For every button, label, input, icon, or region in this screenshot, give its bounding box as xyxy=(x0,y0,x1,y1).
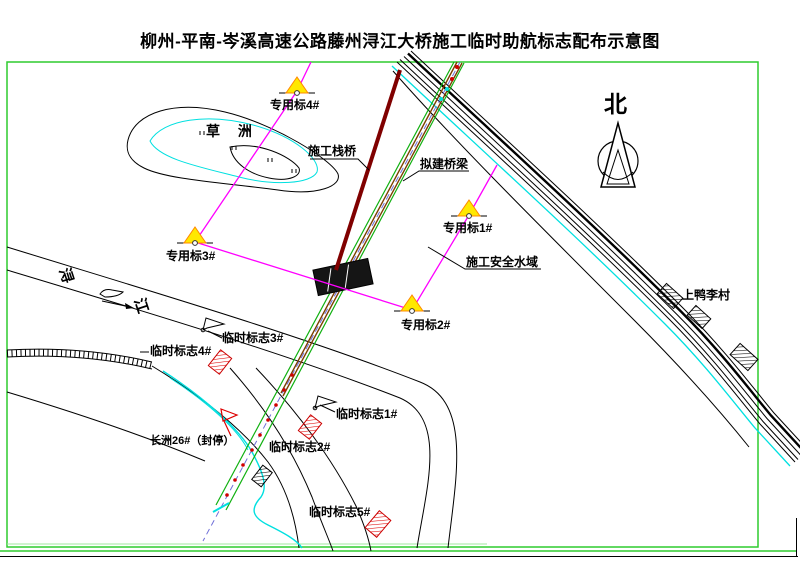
special-mark-3-symbol xyxy=(177,226,213,246)
special-mark-4-symbol xyxy=(279,76,315,96)
special-mark-4-label: 专用标4# xyxy=(270,98,320,112)
trestle-line xyxy=(334,69,402,271)
riverside-structure-icon xyxy=(251,464,273,488)
temp-mark-3-label: 临时标志3# xyxy=(222,331,284,345)
special-mark-2-label: 专用标2# xyxy=(401,318,451,332)
grass-ticks-icon xyxy=(199,131,297,173)
temp-mark-2-label: 临时标志2# xyxy=(269,440,331,454)
drawing-frame xyxy=(0,61,798,557)
temp-mark-3-flag xyxy=(200,317,226,333)
temp-mark-5-label: 临时标志5# xyxy=(309,505,371,519)
bridge-label: 拟建桥梁 xyxy=(420,157,469,171)
special-mark-2-symbol xyxy=(394,294,430,314)
safety-zone-label: 施工安全水域 xyxy=(466,255,539,269)
arrowhead-icon xyxy=(125,303,134,309)
temp-mark-1-flag xyxy=(312,395,338,411)
bridge-end-tick xyxy=(212,502,230,513)
embankment-hatch xyxy=(6,348,153,370)
north-label: 北 xyxy=(604,91,627,117)
building-icon xyxy=(686,304,712,330)
village-buildings xyxy=(656,282,759,372)
leader-lines xyxy=(140,158,541,413)
special-mark-1-symbol xyxy=(451,199,487,219)
closed-berth-flag-icon xyxy=(220,408,239,437)
diagram-title: 柳州-平南-岑溪高速公路藤州浔江大桥施工临时助航标志配布示意图 xyxy=(140,32,660,51)
bridge-axis-line xyxy=(202,61,461,542)
flow-arrow xyxy=(99,289,134,309)
north-arrow-icon xyxy=(597,120,639,188)
temp-mark-4-hatch xyxy=(207,349,233,375)
special-mark-1-label: 专用标1# xyxy=(443,221,493,235)
bridge-pier-dots xyxy=(225,65,459,497)
trestle-label: 施工栈桥 xyxy=(308,144,357,158)
temp-mark-5-hatch xyxy=(364,510,392,538)
closed-berth-label: 长洲26#（封停） xyxy=(150,435,235,447)
island-label: 草 洲 xyxy=(206,123,259,139)
temp-mark-4-label: 临时标志4# xyxy=(150,344,212,358)
temp-mark-2-hatch xyxy=(297,414,323,440)
river-bank-lines xyxy=(6,246,458,552)
riverside-road xyxy=(391,50,800,467)
special-mark-3-label: 专用标3# xyxy=(166,249,216,263)
stream-lines xyxy=(162,370,303,549)
building-icon xyxy=(656,282,684,310)
construction-platform xyxy=(312,257,374,297)
temp-mark-1-label: 临时标志1# xyxy=(336,407,398,421)
village-label: 上鸭李村 xyxy=(682,288,731,302)
island-outline xyxy=(126,106,339,193)
building-icon xyxy=(729,342,759,372)
boat-icon xyxy=(99,289,125,298)
